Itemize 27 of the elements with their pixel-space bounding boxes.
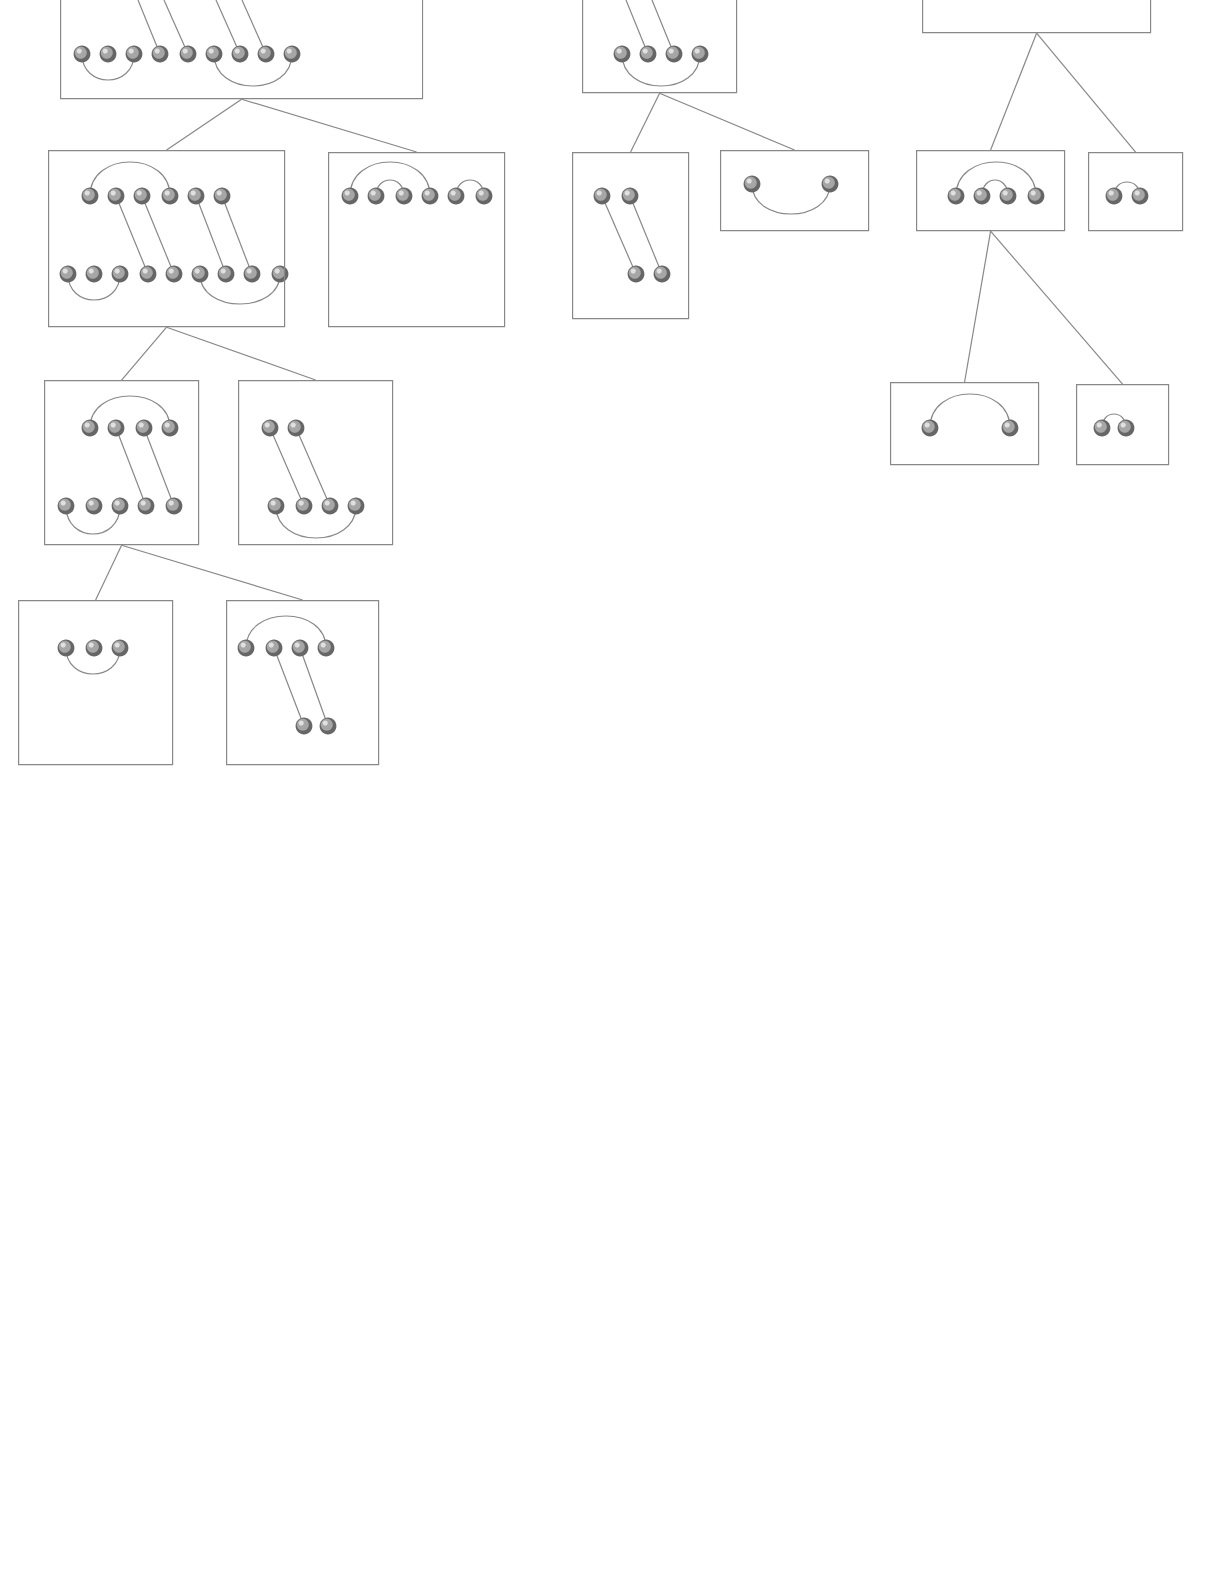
connector-line	[166, 98, 243, 151]
connector-line	[990, 32, 1038, 151]
diagram-box	[238, 380, 394, 546]
diagram-box	[582, 0, 738, 94]
diagram-box	[44, 380, 200, 546]
diagram-box	[18, 600, 174, 766]
diagram-box	[720, 150, 870, 232]
connector-line	[964, 230, 992, 383]
diagram-box	[916, 150, 1066, 232]
connector-line	[1036, 32, 1137, 153]
diagram-box	[922, 0, 1152, 34]
connector-line	[121, 326, 168, 381]
diagram-box	[1088, 152, 1184, 232]
connector-line	[990, 230, 1124, 385]
connector-line	[241, 98, 418, 153]
connector-line	[630, 92, 661, 153]
diagram-box	[1076, 384, 1170, 466]
connector-line	[121, 544, 304, 601]
diagram-box	[48, 150, 286, 328]
diagram-box	[890, 382, 1040, 466]
connector-line	[166, 326, 317, 381]
diagram-box	[572, 152, 690, 320]
diagram-box	[60, 0, 424, 100]
diagram-box	[328, 152, 506, 328]
connector-line	[659, 92, 796, 151]
connector-line	[95, 544, 123, 601]
diagram-box	[226, 600, 380, 766]
